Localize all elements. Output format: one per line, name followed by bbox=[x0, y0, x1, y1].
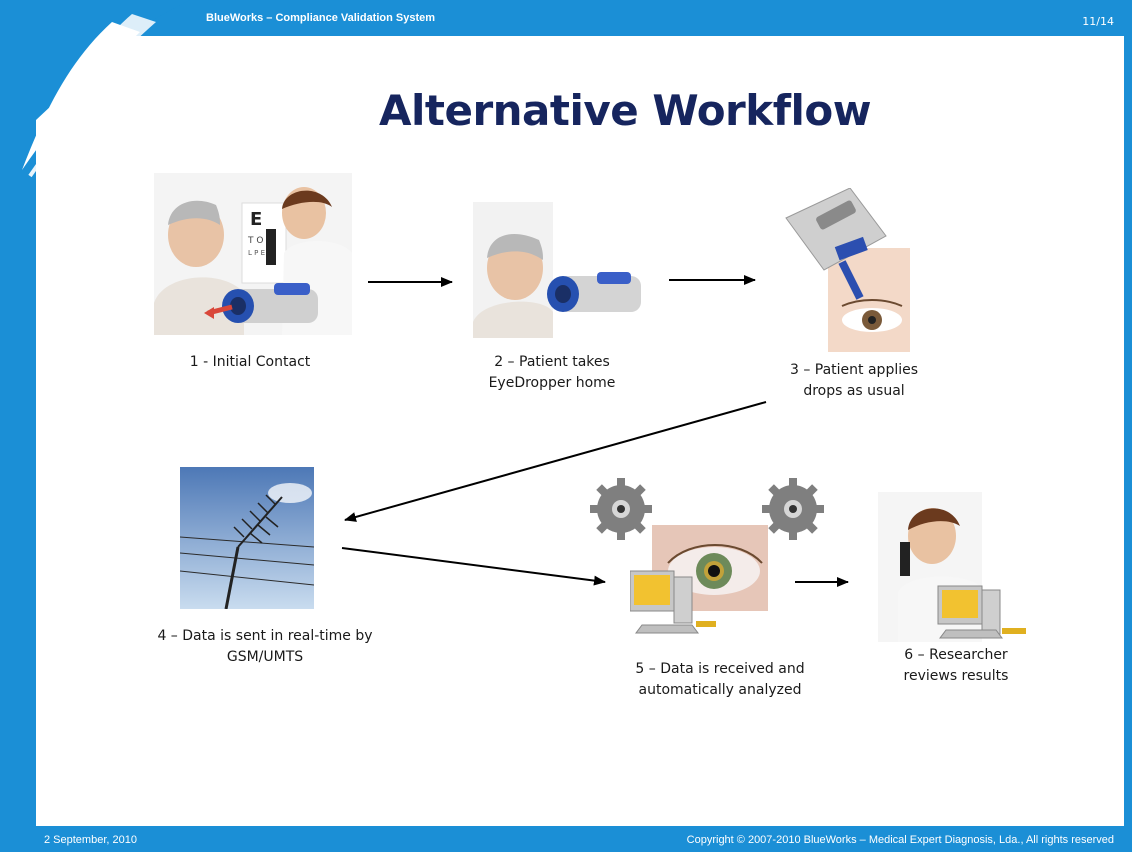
step-2-caption: 2 – Patient takes EyeDropper home bbox=[442, 352, 662, 394]
footer-date: 2 September, 2010 bbox=[44, 834, 137, 846]
eye-analysis-image bbox=[630, 525, 768, 634]
initial-contact-image: E T O Z L P E D bbox=[154, 173, 352, 335]
footer-bar bbox=[0, 826, 1132, 852]
step-1-caption: 1 - Initial Contact bbox=[140, 352, 360, 373]
svg-text:E: E bbox=[250, 209, 262, 230]
footer-copyright: Copyright © 2007-2010 BlueWorks – Medica… bbox=[686, 834, 1114, 846]
step-4-line-2: GSM/UMTS bbox=[226, 649, 304, 665]
svg-text:T O Z: T O Z bbox=[247, 236, 272, 246]
gear-icon bbox=[762, 478, 824, 540]
header-title: BlueWorks – Compliance Validation System bbox=[206, 12, 436, 24]
swoosh-logo bbox=[0, 0, 190, 210]
slide-title: Alternative Workflow bbox=[378, 86, 872, 135]
step-5-line-2: automatically analyzed bbox=[638, 682, 802, 698]
right-frame bbox=[1124, 0, 1132, 852]
arrow-3-to-4 bbox=[344, 401, 767, 522]
eye-drop-image bbox=[785, 188, 910, 352]
step-6-line-1: 6 – Researcher bbox=[904, 647, 1008, 663]
step-2-line-1: 2 – Patient takes bbox=[494, 354, 610, 370]
step-5-caption: 5 – Data is received and automatically a… bbox=[600, 659, 840, 701]
step-6-line-2: reviews results bbox=[903, 668, 1009, 684]
researcher-image bbox=[878, 492, 1026, 642]
step-3-line-2: drops as usual bbox=[803, 383, 905, 399]
step-3-caption: 3 – Patient applies drops as usual bbox=[744, 360, 964, 402]
step-5-line-1: 5 – Data is received and bbox=[635, 661, 805, 677]
step-2-line-2: EyeDropper home bbox=[488, 375, 616, 391]
svg-text:L P E D: L P E D bbox=[248, 249, 273, 257]
gear-icon bbox=[590, 478, 652, 540]
antenna-image bbox=[180, 467, 314, 609]
header-bar bbox=[0, 0, 1132, 36]
page-number: 11/14 bbox=[1082, 15, 1114, 28]
step-3-line-1: 3 – Patient applies bbox=[789, 362, 919, 378]
step-1-label: 1 - Initial Contact bbox=[189, 354, 311, 370]
patient-device-image bbox=[473, 202, 641, 338]
step-4-caption: 4 – Data is sent in real-time by GSM/UMT… bbox=[120, 626, 410, 668]
arrow-4-to-5 bbox=[341, 547, 606, 586]
step-6-caption: 6 – Researcher reviews results bbox=[846, 645, 1066, 687]
step-4-line-1: 4 – Data is sent in real-time by bbox=[157, 628, 373, 644]
